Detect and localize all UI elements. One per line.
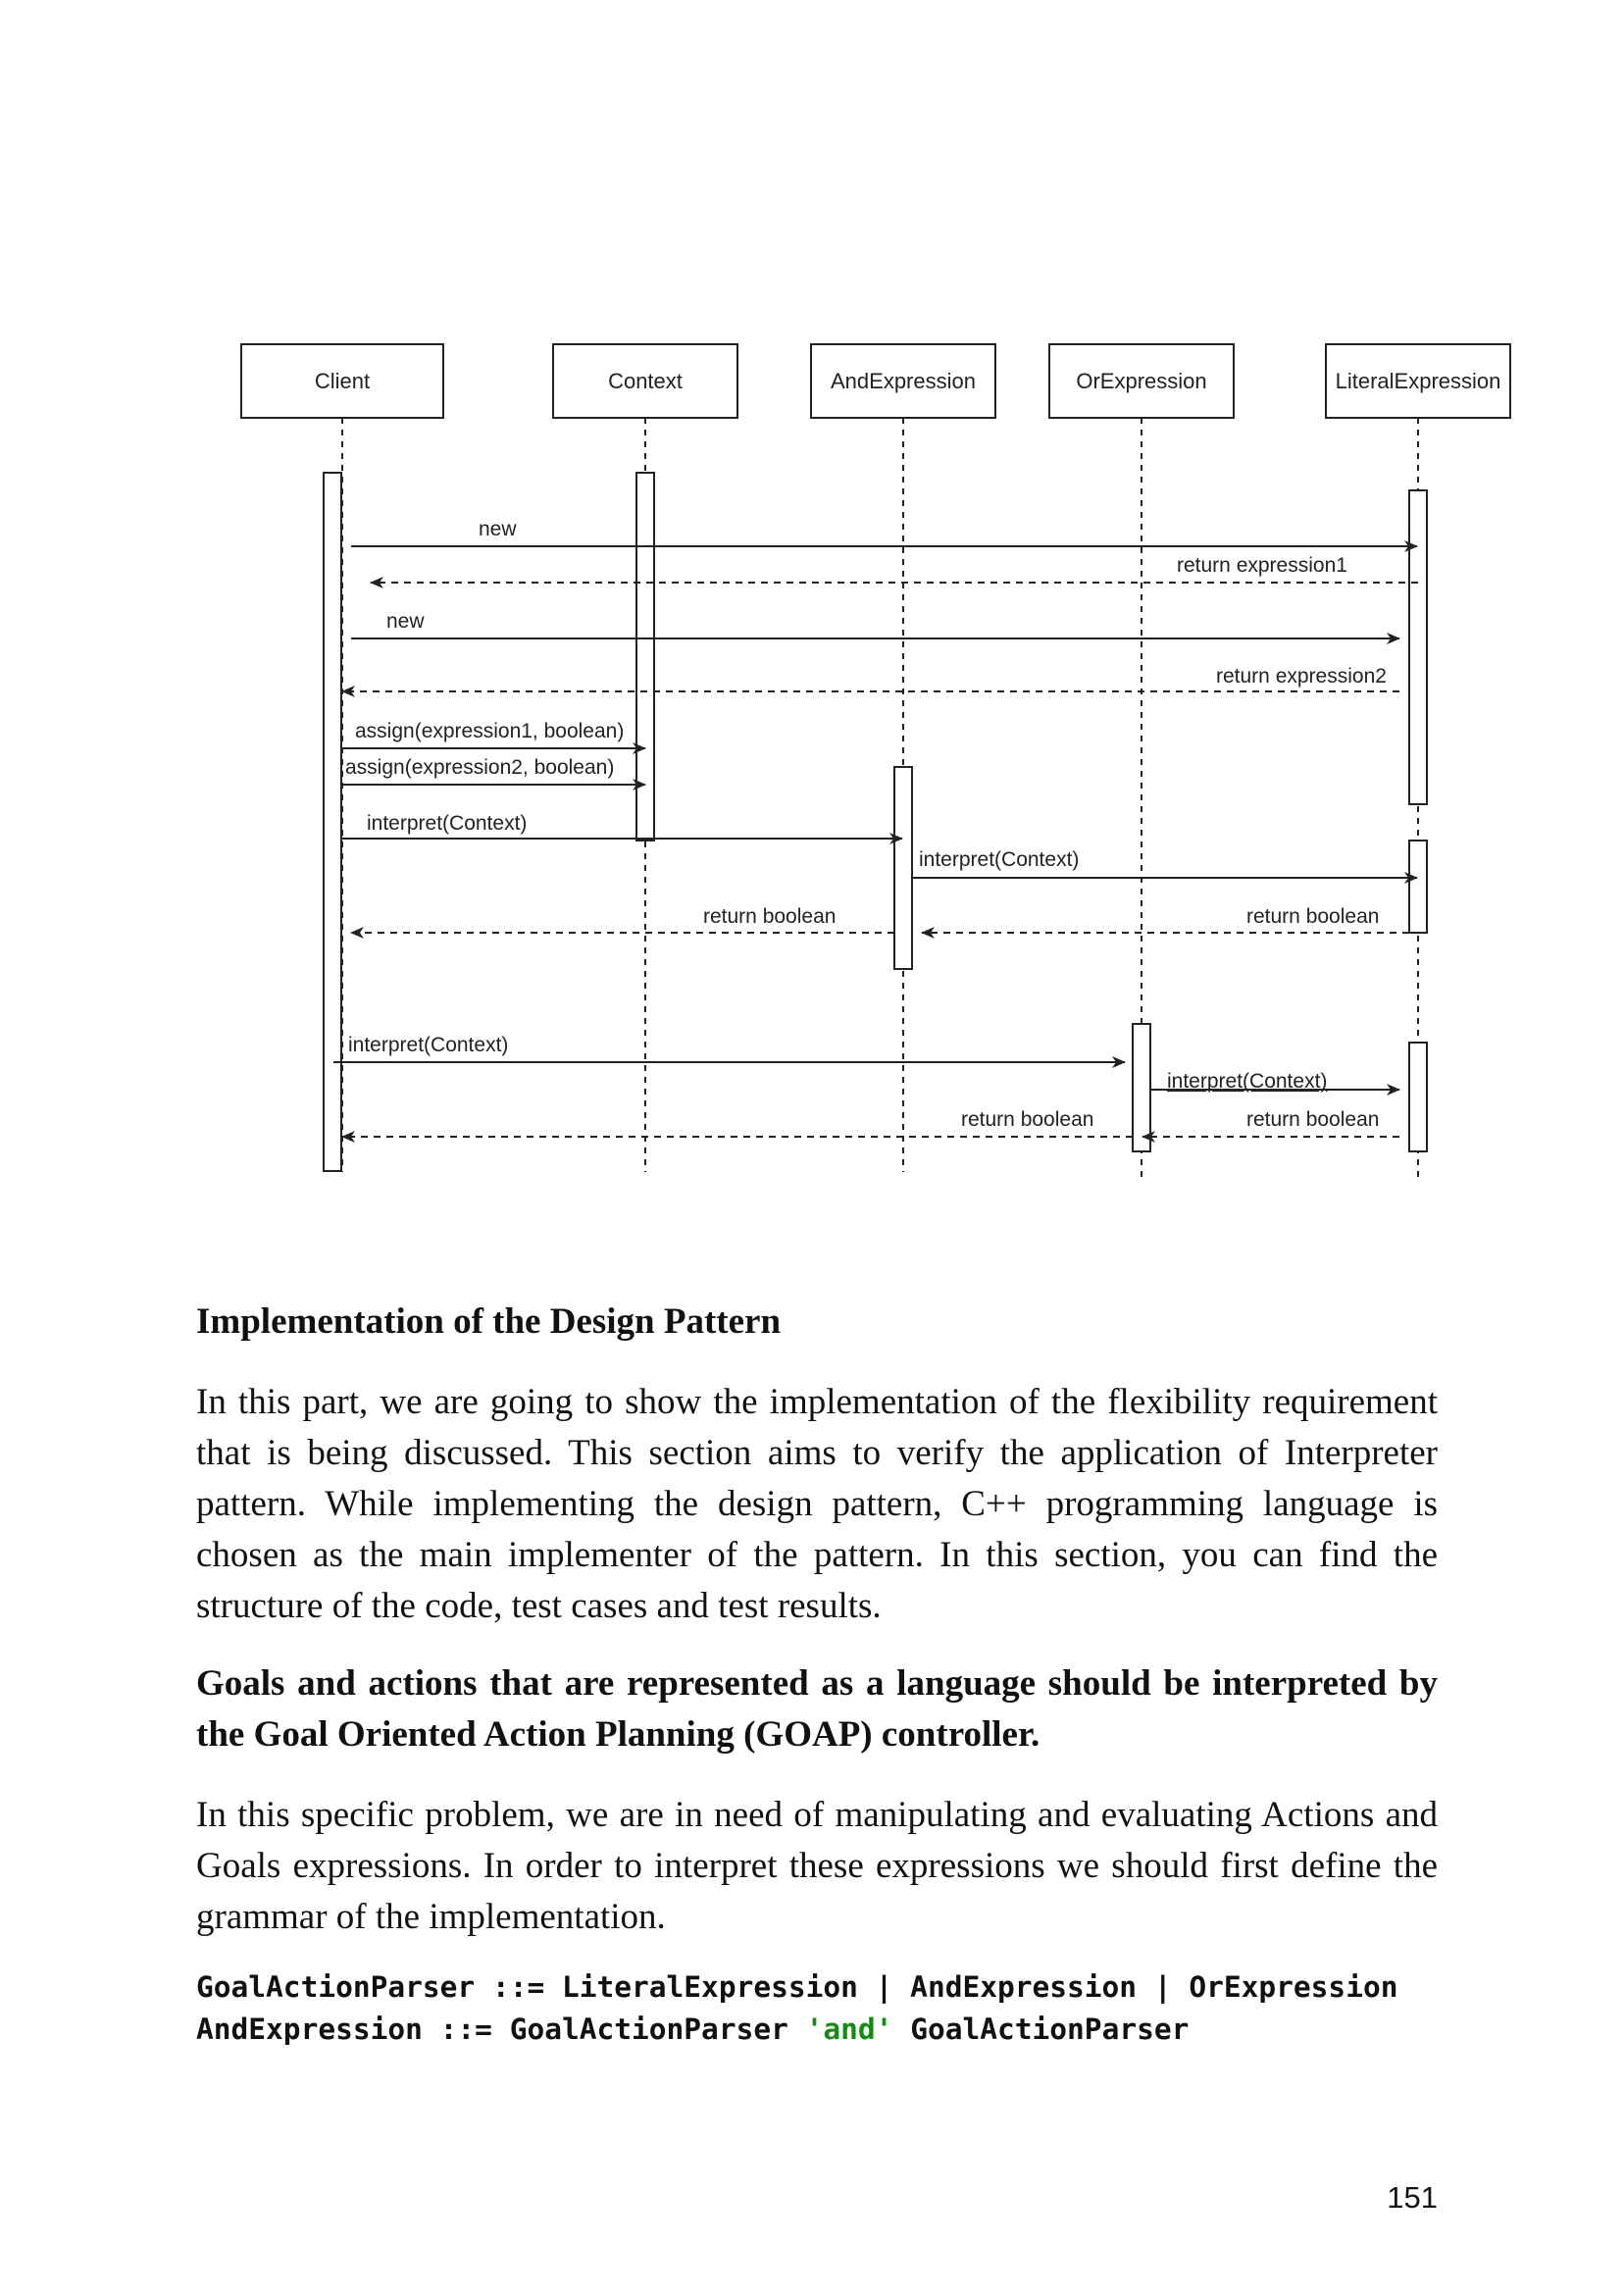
svg-text:return boolean: return boolean (703, 905, 836, 928)
message-interpret-literal-from-and: interpret(Context) (912, 848, 1418, 884)
message-assign-expression2: assign(expression2, boolean) (342, 756, 646, 790)
svg-text:new: new (386, 610, 425, 633)
code-line: AndExpression ::= GoalActionParser 'and'… (196, 2009, 1471, 2051)
lifeline-label: Context (608, 369, 683, 393)
svg-text:assign(expression1, boolean): assign(expression1, boolean) (355, 720, 624, 742)
svg-text:interpret(Context): interpret(Context) (1167, 1070, 1327, 1093)
svg-text:assign(expression2, boolean): assign(expression2, boolean) (345, 756, 614, 779)
lifeline-or-expression: OrExpression (1048, 343, 1235, 419)
lifeline-label: Client (315, 369, 370, 393)
svg-text:interpret(Context): interpret(Context) (919, 848, 1079, 871)
body-paragraph: In this specific problem, we are in need… (196, 1795, 1438, 1937)
section-heading: Goals and actions that are represented a… (196, 1663, 1438, 1755)
activation-or-expression (1132, 1023, 1151, 1152)
message-assign-expression1: assign(expression1, boolean) (342, 720, 646, 754)
message-return-boolean-literal-or: return boolean (1142, 1108, 1399, 1143)
svg-text:return boolean: return boolean (1246, 1108, 1379, 1131)
section-heading: Implementation of the Design Pattern (196, 1301, 782, 1342)
message-interpret-or: interpret(Context) (333, 1034, 1126, 1068)
activation-literal (1408, 489, 1428, 805)
message-return-boolean-literal-and: return boolean (921, 905, 1409, 939)
svg-text:return boolean: return boolean (1246, 905, 1379, 928)
activation-literal (1408, 1042, 1428, 1152)
message-return-expression2: return expression2 (341, 665, 1399, 697)
message-interpret-and: interpret(Context) (342, 812, 903, 844)
body-paragraph: In this part, we are going to show the i… (196, 1382, 1438, 1626)
code-text: AndExpression ::= GoalActionParser (196, 2013, 806, 2046)
message-return-boolean-and-client: return boolean (350, 905, 894, 939)
page-number: 151 (1387, 2180, 1438, 2215)
svg-text:return boolean: return boolean (961, 1108, 1093, 1131)
message-interpret-literal-from-or: interpret(Context) (1150, 1070, 1400, 1096)
sequence-diagram: Client Context AndExpression OrExpressio… (240, 343, 1511, 1182)
svg-text:interpret(Context): interpret(Context) (348, 1034, 508, 1056)
message-new-1: new (351, 518, 1418, 552)
lifeline-label: AndExpression (831, 369, 976, 393)
svg-text:return expression1: return expression1 (1177, 554, 1347, 577)
svg-text:return expression2: return expression2 (1216, 665, 1387, 688)
grammar-code-block: GoalActionParser ::= LiteralExpression |… (196, 1966, 1471, 2051)
code-text: GoalActionParser (892, 2013, 1190, 2046)
lifeline-client: Client (240, 343, 444, 419)
lifeline-and-expression: AndExpression (810, 343, 996, 419)
message-return-expression1: return expression1 (370, 554, 1418, 588)
svg-text:new: new (479, 518, 517, 540)
lifeline-literal-expression: LiteralExpression (1325, 343, 1511, 419)
activation-and-expression (893, 766, 913, 970)
code-string-literal: 'and' (805, 2013, 893, 2046)
lifeline-label: LiteralExpression (1336, 369, 1501, 393)
activation-client (323, 472, 342, 1172)
message-new-2: new (351, 610, 1400, 644)
lifeline-context: Context (552, 343, 738, 419)
message-return-boolean-or-client: return boolean (341, 1108, 1133, 1143)
code-line: GoalActionParser ::= LiteralExpression |… (196, 1970, 1398, 2004)
activation-literal (1408, 840, 1428, 934)
lifeline-label: OrExpression (1076, 369, 1206, 393)
svg-text:interpret(Context): interpret(Context) (367, 812, 527, 835)
